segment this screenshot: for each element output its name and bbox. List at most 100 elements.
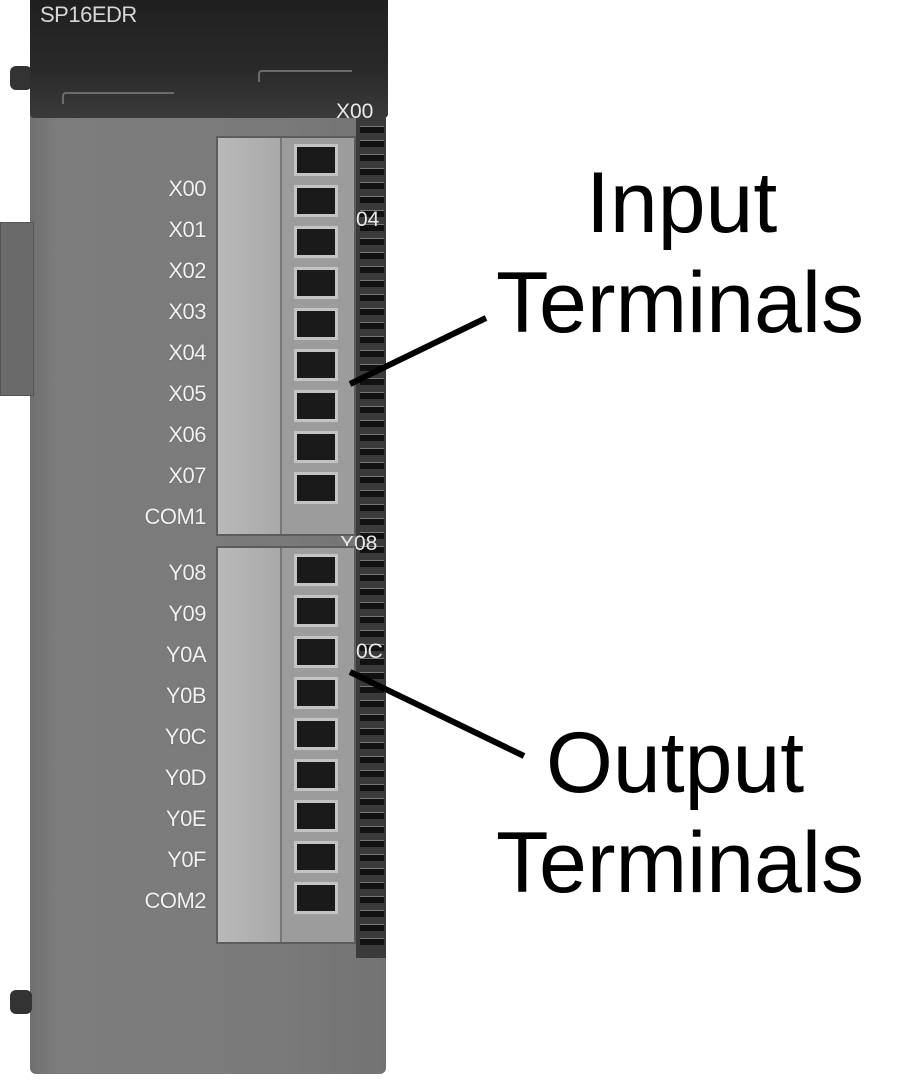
led-slot — [360, 546, 384, 553]
strip-label-0c: 0C — [356, 640, 383, 663]
input-callout-line — [348, 315, 488, 387]
led-slot — [360, 294, 384, 301]
led-slot — [360, 602, 384, 609]
led-slot — [360, 756, 384, 763]
led-slot — [360, 742, 384, 749]
led-slot — [360, 518, 384, 525]
led-slot — [360, 448, 384, 455]
input-terminal-screw — [294, 226, 338, 258]
led-slot — [360, 378, 384, 385]
led-slot — [360, 924, 384, 931]
input-terminal-screw — [294, 185, 338, 217]
output-terminal-label: Y0B — [165, 683, 207, 708]
led-slot — [360, 882, 384, 889]
led-slot — [360, 154, 384, 161]
led-slot — [360, 322, 384, 329]
output-terminal-label: Y08 — [168, 560, 206, 585]
led-slot — [360, 238, 384, 245]
top-cover — [30, 0, 388, 118]
output-terminal-screw — [294, 841, 338, 873]
input-terminal-screw — [294, 267, 338, 299]
input-terminal-block — [216, 136, 356, 536]
led-slot — [360, 560, 384, 567]
led-slot — [360, 252, 384, 259]
side-rail-notch — [0, 222, 34, 396]
led-slot — [360, 224, 384, 231]
led-slot — [360, 434, 384, 441]
output-callout-line2: Terminals — [496, 815, 864, 911]
led-slot — [360, 770, 384, 777]
led-slot — [360, 210, 384, 217]
led-slot — [360, 280, 384, 287]
led-slot — [360, 196, 384, 203]
led-slot — [360, 182, 384, 189]
led-slot — [360, 616, 384, 623]
led-slot — [360, 658, 384, 665]
led-slot — [360, 392, 384, 399]
led-slot — [360, 854, 384, 861]
cover-edge-left — [62, 92, 174, 104]
input-callout-line1: Input — [586, 155, 778, 251]
output-terminal-screw — [294, 677, 338, 709]
input-terminal-label: COM1 — [144, 504, 206, 529]
strip-label-x00: X00 — [336, 100, 374, 123]
input-terminal-screw — [294, 431, 338, 463]
input-terminal-label: X06 — [168, 422, 206, 447]
output-terminal-screw — [294, 718, 338, 750]
led-slot — [360, 812, 384, 819]
input-callout-line2: Terminals — [496, 255, 864, 351]
input-terminal-screw — [294, 472, 338, 504]
led-slot — [360, 644, 384, 651]
output-callout-line — [348, 669, 526, 759]
input-terminal-label: X00 — [168, 176, 206, 201]
input-terminal-label: X05 — [168, 381, 206, 406]
led-slot — [360, 504, 384, 511]
led-slot — [360, 420, 384, 427]
led-slot — [360, 798, 384, 805]
led-slot — [360, 910, 384, 917]
output-terminal-screw — [294, 759, 338, 791]
cover-edge-right — [258, 70, 352, 82]
led-slot — [360, 462, 384, 469]
input-terminal-screw — [294, 349, 338, 381]
input-terminal-label: X04 — [168, 340, 206, 365]
input-terminal-screw — [294, 390, 338, 422]
output-terminal-screw — [294, 636, 338, 668]
output-callout-line1: Output — [546, 715, 805, 811]
led-slot — [360, 168, 384, 175]
led-slot — [360, 532, 384, 539]
led-slot — [360, 700, 384, 707]
output-terminal-screw — [294, 882, 338, 914]
input-terminal-label: X02 — [168, 258, 206, 283]
strip-label-04: 04 — [356, 208, 380, 231]
output-terminal-label: Y0A — [165, 642, 207, 667]
led-slot — [360, 266, 384, 273]
output-terminal-screw — [294, 800, 338, 832]
led-slot — [360, 350, 384, 357]
output-terminal-label: COM2 — [144, 888, 206, 913]
led-slot — [360, 140, 384, 147]
led-slot — [360, 826, 384, 833]
output-terminal-label: Y09 — [168, 601, 206, 626]
led-slot — [360, 938, 384, 945]
output-terminal-label: Y0F — [167, 847, 206, 872]
top-clip — [10, 66, 32, 90]
model-label: SP16EDR — [40, 2, 137, 27]
output-terminal-label: Y0D — [164, 765, 207, 790]
led-slot — [360, 784, 384, 791]
output-terminal-screw — [294, 554, 338, 586]
led-slot — [360, 336, 384, 343]
input-terminal-label: X07 — [168, 463, 206, 488]
output-block-rail — [218, 548, 282, 942]
led-slot — [360, 840, 384, 847]
output-terminal-label: Y0C — [164, 724, 207, 749]
led-slot — [360, 490, 384, 497]
led-slot — [360, 728, 384, 735]
led-slot — [360, 574, 384, 581]
output-terminal-screw — [294, 595, 338, 627]
led-slot — [360, 308, 384, 315]
led-slot — [360, 588, 384, 595]
input-block-rail — [218, 138, 282, 534]
